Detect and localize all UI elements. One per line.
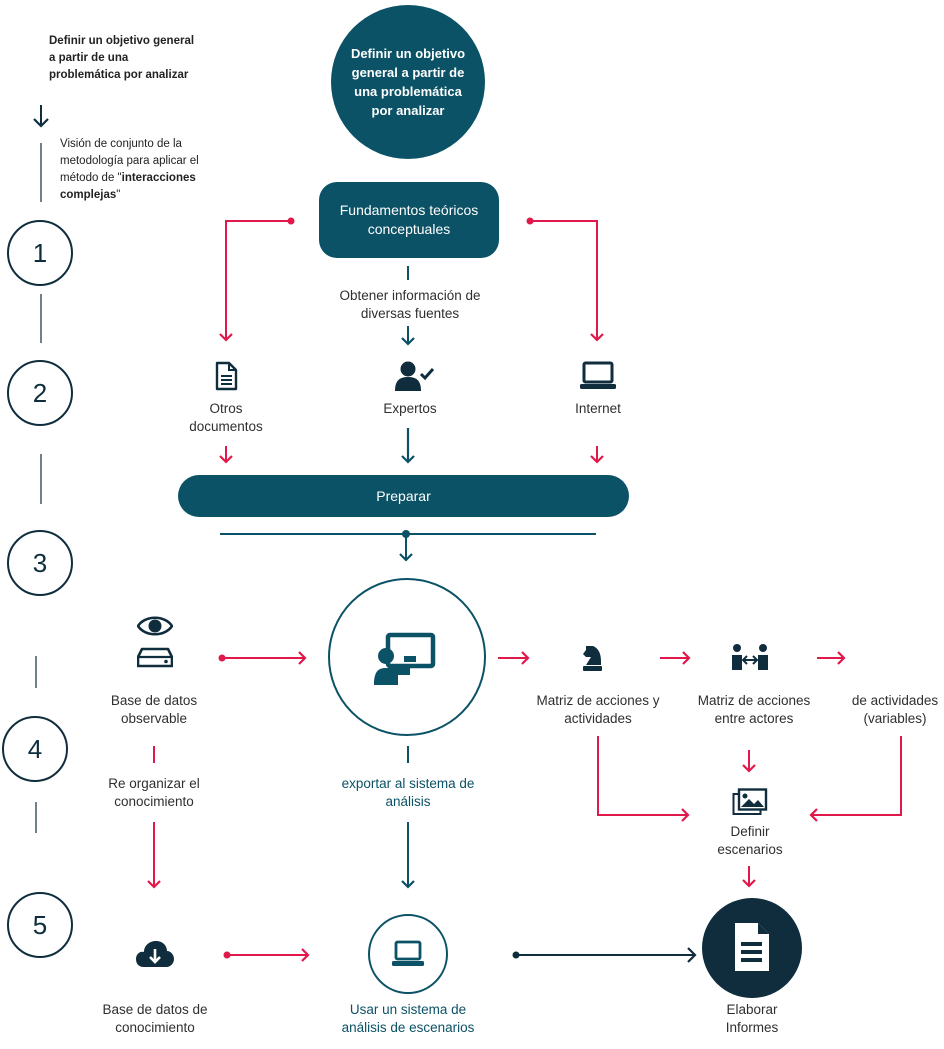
matriz-actividades-label: Matriz de acciones y actividades [536, 693, 660, 726]
elaborar-informes-label: Elaborar Informes [725, 1002, 779, 1035]
report-document-icon [735, 923, 769, 971]
base-observable-label: Base de datos observable [110, 693, 198, 726]
fundamentos-node: Fundamentos teóricos conceptuales [319, 182, 499, 258]
fundamentos-label: Fundamentos teóricos conceptuales [339, 202, 479, 237]
document-icon [215, 361, 238, 391]
overview-note-bold: interacciones complejas [60, 172, 196, 201]
objective-note: Definir un objetivo general a partir de … [49, 35, 195, 81]
step-3-marker: 3 [7, 530, 73, 596]
preparar-node: Preparar [178, 475, 629, 517]
reorganizar-label: Re organizar el conocimiento [108, 776, 200, 809]
chess-knight-icon [583, 646, 602, 671]
usar-sistema-label: Usar un sistema de análisis de escenario… [341, 1002, 475, 1035]
base-conocimiento-label: Base de datos de conocimiento [102, 1002, 208, 1035]
usar-sistema-node [368, 914, 448, 994]
expertos-label: Expertos [383, 401, 437, 416]
actividades-variables-label: de actividades (variables) [851, 693, 939, 726]
overview-note-prefix: Visión de conjunto de la metodología par… [60, 138, 199, 184]
step-2-marker: 2 [7, 360, 73, 426]
obtener-label: Obtener información de diversas fuentes [339, 288, 481, 321]
exportar-label: exportar al sistema de análisis [341, 776, 475, 809]
center-process-node [328, 578, 486, 736]
arrow-down-icon [29, 103, 53, 133]
laptop-icon [392, 940, 424, 966]
definir-escenarios-label: Definir escenarios [717, 824, 783, 857]
objective-label: Definir un objetivo general a partir de … [350, 46, 466, 118]
cloud-download-icon [136, 941, 174, 967]
handshake-arrows-icon [732, 644, 768, 670]
presentation-board-icon [374, 632, 436, 685]
laptop-icon [580, 361, 616, 389]
step-5-marker: 5 [7, 892, 73, 958]
matriz-actores-label: Matriz de acciones entre actores [697, 693, 811, 726]
step-1-marker: 1 [7, 220, 73, 286]
expert-user-check-icon [395, 361, 435, 391]
overview-note: Visión de conjunto de la metodología par… [60, 136, 225, 204]
overview-note-suffix: " [116, 189, 121, 201]
image-gallery-icon [732, 788, 768, 815]
step-4-marker: 4 [2, 716, 68, 782]
objective-node: Definir un objetivo general a partir de … [331, 5, 485, 159]
elaborar-informes-node [702, 898, 802, 998]
eye-database-icon [137, 616, 173, 668]
internet-label: Internet [575, 401, 621, 416]
otros-documentos-label: Otros documentos [189, 401, 263, 434]
